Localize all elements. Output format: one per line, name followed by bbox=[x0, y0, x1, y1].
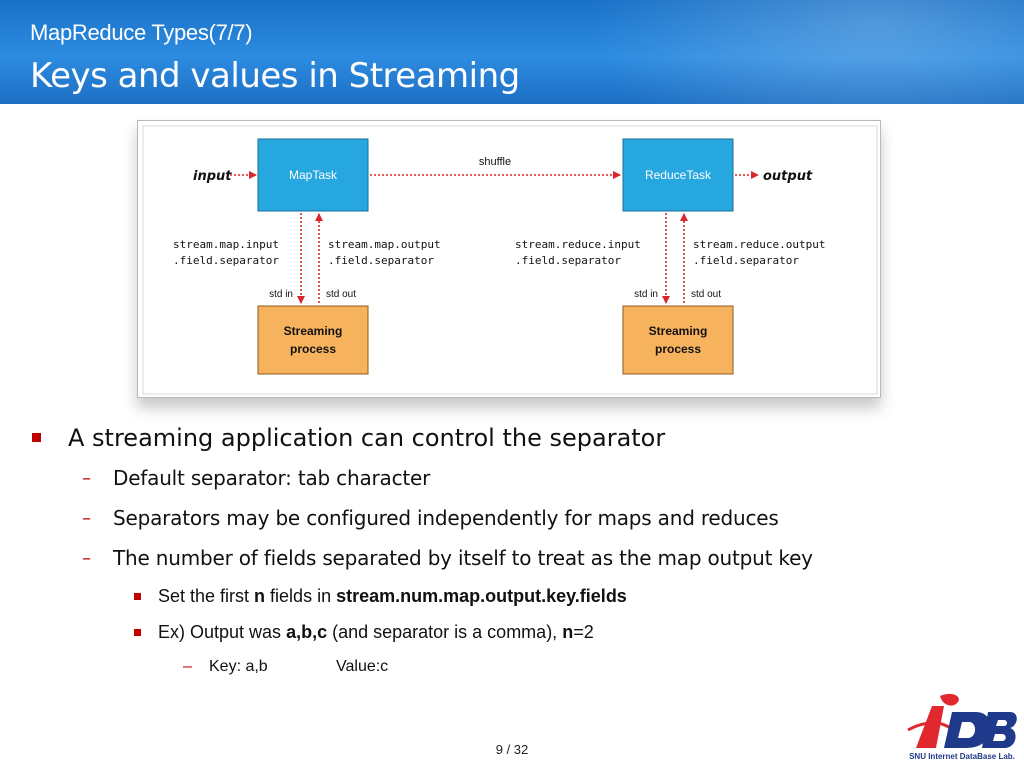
bullet-main: A streaming application can control the … bbox=[30, 422, 990, 462]
reducetask-box bbox=[622, 138, 734, 212]
reduce-std-in-label: std in bbox=[634, 289, 658, 300]
input-label: input bbox=[193, 169, 232, 184]
reduce-input-separator-label-2: .field.separator bbox=[515, 254, 621, 267]
reduce-streaming-process-label: Streaming bbox=[649, 324, 708, 338]
square-bullet-icon bbox=[32, 433, 41, 442]
bullet-text: The number of fields separated by itself… bbox=[113, 546, 813, 570]
n-emphasis: n bbox=[562, 622, 574, 642]
idb-logo: SNU Internet DataBase Lab. bbox=[906, 690, 1018, 766]
header-sheen bbox=[564, 0, 1024, 104]
bullet-default-separator: – Default separator: tab character bbox=[30, 462, 990, 502]
reduce-std-out-label: std out bbox=[691, 289, 721, 300]
map-input-separator-label-2: .field.separator bbox=[173, 254, 279, 267]
square-bullet-icon bbox=[134, 593, 141, 600]
dash-bullet-icon: – bbox=[183, 658, 192, 675]
dash-bullet-icon: – bbox=[82, 468, 91, 489]
property-name: stream.num.map.output.key.fields bbox=[336, 586, 627, 606]
bullet-text: Default separator: tab character bbox=[113, 466, 431, 490]
key-text: Key: a,b bbox=[209, 658, 268, 675]
slide-subtitle: MapReduce Types(7/7) bbox=[30, 20, 253, 45]
map-streaming-process-label-2: process bbox=[290, 342, 336, 356]
maptask-box bbox=[257, 138, 369, 212]
map-input-separator-label: stream.map.input bbox=[173, 238, 279, 251]
map-output-separator-label-2: .field.separator bbox=[328, 254, 434, 267]
output-label: output bbox=[763, 169, 813, 184]
maptask-label: MapTask bbox=[289, 168, 338, 182]
reduce-input-separator-label: stream.reduce.input bbox=[515, 238, 641, 251]
page-number: 9 / 32 bbox=[495, 742, 529, 757]
map-output-separator-label: stream.map.output bbox=[328, 238, 441, 251]
bullet-text: Set the first n fields in stream.num.map… bbox=[158, 586, 627, 606]
slide-title: Keys and values in Streaming bbox=[30, 56, 520, 96]
example-value: a,b,c bbox=[286, 622, 328, 642]
bullet-text: A streaming application can control the … bbox=[68, 424, 666, 452]
n-emphasis: n bbox=[254, 586, 266, 606]
bullet-set-first-n-fields: Set the first n fields in stream.num.map… bbox=[30, 582, 990, 618]
logo-caption: SNU Internet DataBase Lab. bbox=[909, 752, 1015, 761]
map-streaming-process-label: Streaming bbox=[284, 324, 343, 338]
bullet-key-value: – Key: a,b Value:c bbox=[30, 654, 990, 686]
reduce-streaming-process-label-2: process bbox=[655, 342, 701, 356]
dash-bullet-icon: – bbox=[82, 508, 91, 529]
map-streaming-process-box bbox=[257, 305, 369, 375]
map-std-out-label: std out bbox=[326, 289, 356, 300]
bullet-list: A streaming application can control the … bbox=[30, 422, 990, 686]
bullet-example-output: Ex) Output was a,b,c (and separator is a… bbox=[30, 618, 990, 654]
bullet-text: Separators may be configured independent… bbox=[113, 506, 779, 530]
value-text: Value:c bbox=[336, 658, 389, 675]
reduce-output-separator-label: stream.reduce.output bbox=[693, 238, 825, 251]
slide-header: MapReduce Types(7/7) Keys and values in … bbox=[0, 0, 1024, 104]
reduce-streaming-process-box bbox=[622, 305, 734, 375]
square-bullet-icon bbox=[134, 629, 141, 636]
bullet-text: Ex) Output was a,b,c (and separator is a… bbox=[158, 622, 594, 642]
bullet-number-of-fields: – The number of fields separated by itse… bbox=[30, 542, 990, 582]
reduce-output-separator-label-2: .field.separator bbox=[693, 254, 799, 267]
shuffle-label: shuffle bbox=[479, 156, 511, 168]
map-std-in-label: std in bbox=[269, 289, 293, 300]
streaming-diagram: input MapTask shuffle ReduceTask output … bbox=[137, 120, 881, 398]
dash-bullet-icon: – bbox=[82, 548, 91, 569]
bullet-independent-separators: – Separators may be configured independe… bbox=[30, 502, 990, 542]
reducetask-label: ReduceTask bbox=[645, 168, 712, 182]
